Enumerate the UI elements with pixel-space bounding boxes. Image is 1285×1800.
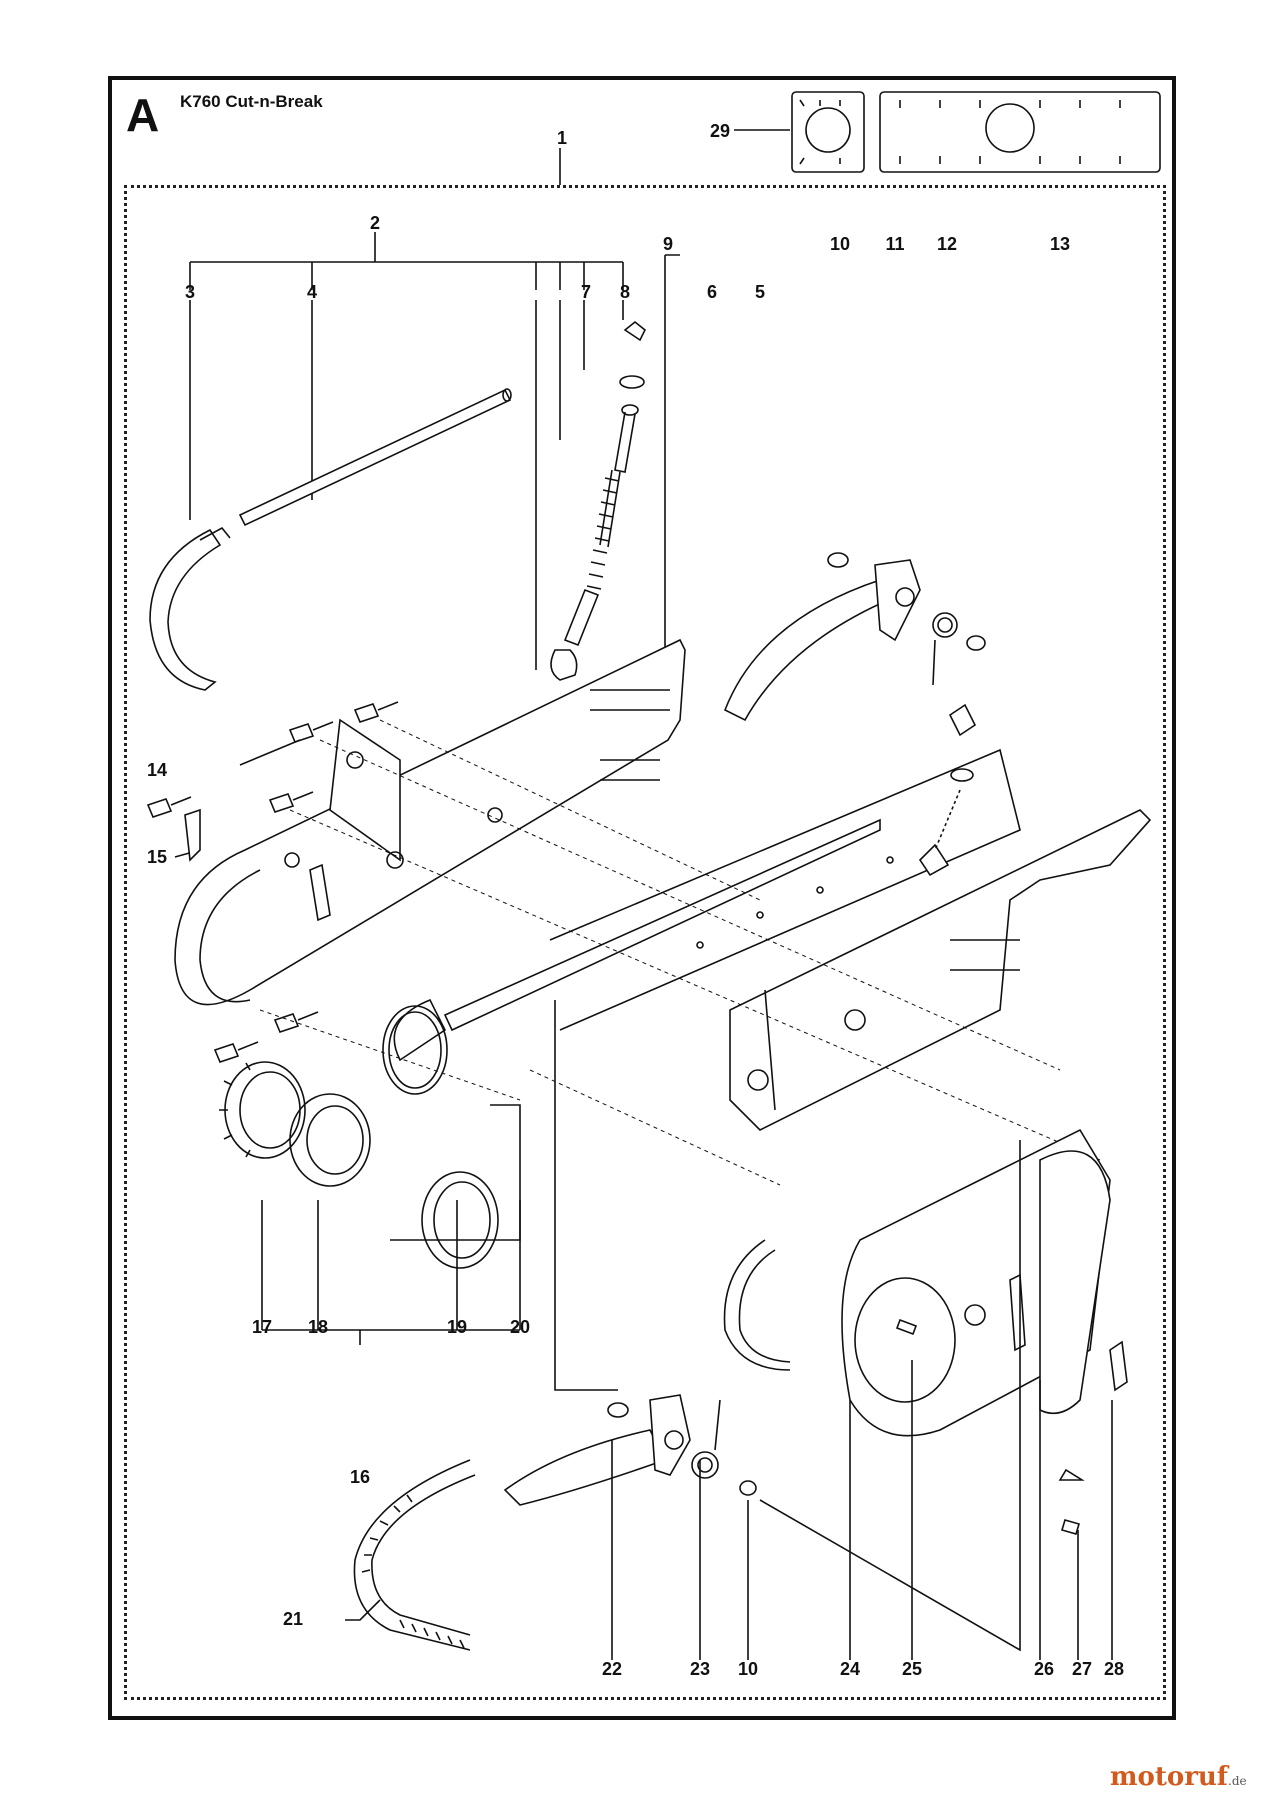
assembly-group-boundary [124,185,1166,1700]
bracket-icon [149,526,231,691]
model-title: K760 Cut-n-Break [180,92,323,111]
callout-13: 13 [1050,234,1070,254]
callout-22: 22 [602,1659,622,1679]
callout-14: 14 [147,760,167,780]
brand-watermark: motoruf.de [1110,1762,1247,1792]
spring-icon [691,1399,721,1479]
callout-21: 21 [283,1609,303,1629]
callout-8: 8 [620,282,630,302]
screw-icon [146,701,399,1063]
callout-16: 16 [350,1467,370,1487]
callout-11: 11 [885,234,904,254]
callout-3: 3 [185,282,195,302]
spring-icon [932,612,958,686]
callout-27: 27 [1072,1659,1092,1679]
outer-frame [108,76,1176,1720]
callout-28: 28 [1104,1659,1124,1679]
spring-icon [918,703,977,877]
callout-25: 25 [902,1659,922,1679]
callout-10-bottom: 10 [738,1659,758,1679]
cutting-arm-icon [503,1394,691,1506]
callout-18: 18 [308,1317,328,1337]
callout-10-top: 10 [830,234,850,254]
callout-1: 1 [557,128,567,148]
callout-23: 23 [690,1659,710,1679]
screw-icon [895,1318,1128,1535]
guard-housing-right-icon [841,1128,1111,1437]
callout-20: 20 [510,1317,530,1337]
guard-housing-right-icon [729,809,1152,1131]
callout-19: 19 [447,1317,467,1337]
callout-29: 29 [710,121,730,141]
callout-24: 24 [840,1659,860,1679]
guard-housing-left-icon [174,638,686,1006]
brand-name: motoruf [1110,1762,1228,1792]
callout-7: 7 [581,282,591,302]
guide-bar-icon [393,748,1021,1062]
brand-suffix: .de [1228,1774,1247,1788]
cutting-arm-icon [723,552,921,722]
callout-5: 5 [755,282,765,302]
pulley-icon [219,1005,499,1269]
callout-9: 9 [663,234,673,254]
bracket-icon [723,1239,791,1371]
spring-icon [550,320,647,681]
callout-2: 2 [370,213,380,233]
rod-icon [238,388,512,527]
callout-6: 6 [707,282,717,302]
callout-12: 12 [937,234,957,254]
belt-icon [353,1459,476,1651]
callout-4: 4 [307,282,317,302]
callout-17: 17 [252,1317,272,1337]
section-letter: A [126,89,160,141]
label-sticker-icon [791,91,1161,173]
callout-15: 15 [147,847,167,867]
callout-26: 26 [1034,1659,1054,1679]
